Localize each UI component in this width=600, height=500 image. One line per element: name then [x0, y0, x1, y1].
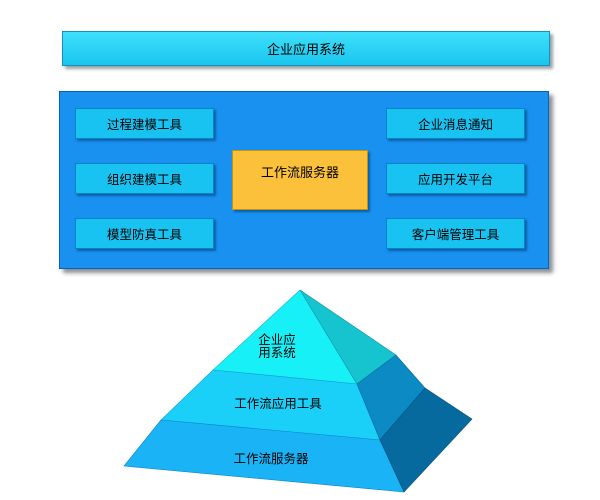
- pyramid-top-label: 企业应 用系统: [250, 333, 304, 359]
- org-modeling-tool-box: 组织建模工具: [75, 163, 214, 194]
- client-management-tool-box: 客户端管理工具: [386, 218, 525, 249]
- workflow-server-label: 工作流服务器: [260, 166, 339, 181]
- process-modeling-tool-label: 过程建模工具: [106, 117, 182, 132]
- pyramid-tier-bot-side: [379, 387, 473, 493]
- org-modeling-tool-label: 组织建模工具: [106, 172, 182, 187]
- enterprise-message-box: 企业消息通知: [386, 108, 525, 139]
- pyramid-top-label-line2: 用系统: [258, 345, 296, 360]
- enterprise-app-system-bar: 企业应用系统: [62, 31, 550, 66]
- process-modeling-tool-box: 过程建模工具: [75, 108, 214, 139]
- model-simulation-tool-label: 模型防真工具: [106, 227, 182, 242]
- architecture-panel: 过程建模工具 组织建模工具 模型防真工具 工作流服务器 企业消息通知 应用开发平…: [59, 91, 549, 269]
- model-simulation-tool-box: 模型防真工具: [75, 218, 214, 249]
- top-bar-label: 企业应用系统: [266, 43, 345, 58]
- app-dev-platform-box: 应用开发平台: [386, 163, 525, 194]
- app-dev-platform-label: 应用开发平台: [417, 172, 493, 187]
- pyramid-top-label-line1: 企业应: [258, 332, 296, 347]
- client-management-tool-label: 客户端管理工具: [411, 227, 500, 242]
- pyramid-mid-label: 工作流应用工具: [234, 396, 322, 411]
- enterprise-message-label: 企业消息通知: [417, 117, 493, 132]
- pyramid-bottom-label: 工作流服务器: [233, 451, 309, 466]
- workflow-server-box: 工作流服务器: [232, 150, 368, 210]
